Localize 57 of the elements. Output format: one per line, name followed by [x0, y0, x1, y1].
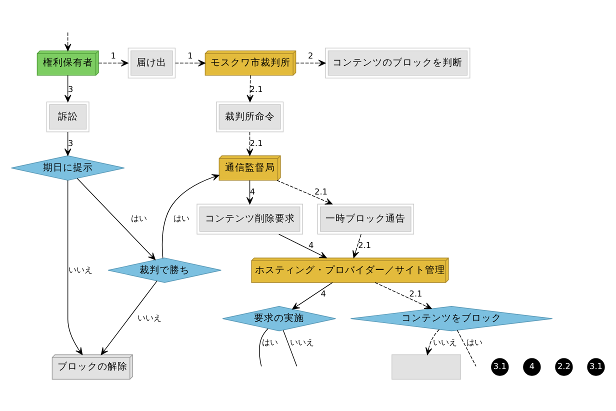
edge-label: はい [131, 213, 148, 224]
connector [259, 328, 268, 367]
arrow [162, 174, 220, 259]
edge-label: 2 [308, 50, 314, 61]
arrow [246, 75, 254, 102]
connector [282, 330, 298, 367]
arrow [292, 282, 333, 310]
node-box: 一時ブロック通告 [317, 204, 414, 234]
node-box: 訴訟 [46, 102, 90, 132]
arrow [100, 280, 158, 355]
arrow [64, 75, 72, 102]
arrow [68, 180, 83, 355]
arrow [276, 180, 333, 205]
node-box: 裁判所命令 [216, 102, 284, 132]
node-diamond: 要求の実施 [222, 306, 336, 332]
label: 2.2 [557, 361, 570, 372]
label: 3.1 [590, 361, 602, 372]
node-diamond: 裁判で勝ち [108, 258, 222, 283]
edge-label: いいえ [433, 336, 458, 347]
node-box: コンテンツのブロックを判断 [325, 48, 470, 78]
edge-label: 2.1 [314, 186, 328, 196]
edge-label: いいえ [68, 264, 92, 274]
arrow [352, 234, 362, 258]
arrow [296, 60, 326, 66]
edge-label: 4 [250, 186, 256, 196]
node-diamond: コンテンツをブロック [350, 306, 553, 332]
arrow [76, 178, 156, 260]
edge-label: 2.1 [250, 138, 263, 148]
edge-label: はい [173, 213, 190, 224]
connector [456, 330, 476, 367]
edge-label: 3 [68, 84, 74, 94]
label: 3.1 [493, 361, 506, 372]
edge-label: はい [262, 336, 278, 347]
edge-label: 3 [68, 138, 74, 148]
arrow [64, 132, 72, 156]
arrow [246, 132, 254, 156]
label: 4 [529, 361, 535, 372]
node-box [392, 354, 462, 380]
edge-label: 4 [308, 240, 314, 250]
node-diamond: 期日に提示 [11, 155, 125, 181]
edge-label: 2.1 [358, 240, 372, 250]
node-box: コンテンツ削除要求 [196, 204, 303, 234]
edge-label: 1 [188, 50, 193, 61]
arrow [175, 60, 206, 66]
edge-label: 2.1 [250, 84, 263, 94]
edge-label: 2.1 [409, 288, 422, 299]
arrow [425, 329, 440, 355]
edge-label: 4 [320, 288, 326, 299]
arrow [246, 180, 254, 204]
node-box: 届け出 [128, 48, 176, 78]
edge-label: はい [466, 336, 482, 347]
arrow [278, 234, 327, 258]
arrow [374, 282, 432, 309]
arrow [98, 60, 128, 66]
edge-label: いいえ [137, 312, 162, 323]
edge-label: 1 [110, 50, 116, 61]
edge-label: いいえ [290, 336, 314, 347]
